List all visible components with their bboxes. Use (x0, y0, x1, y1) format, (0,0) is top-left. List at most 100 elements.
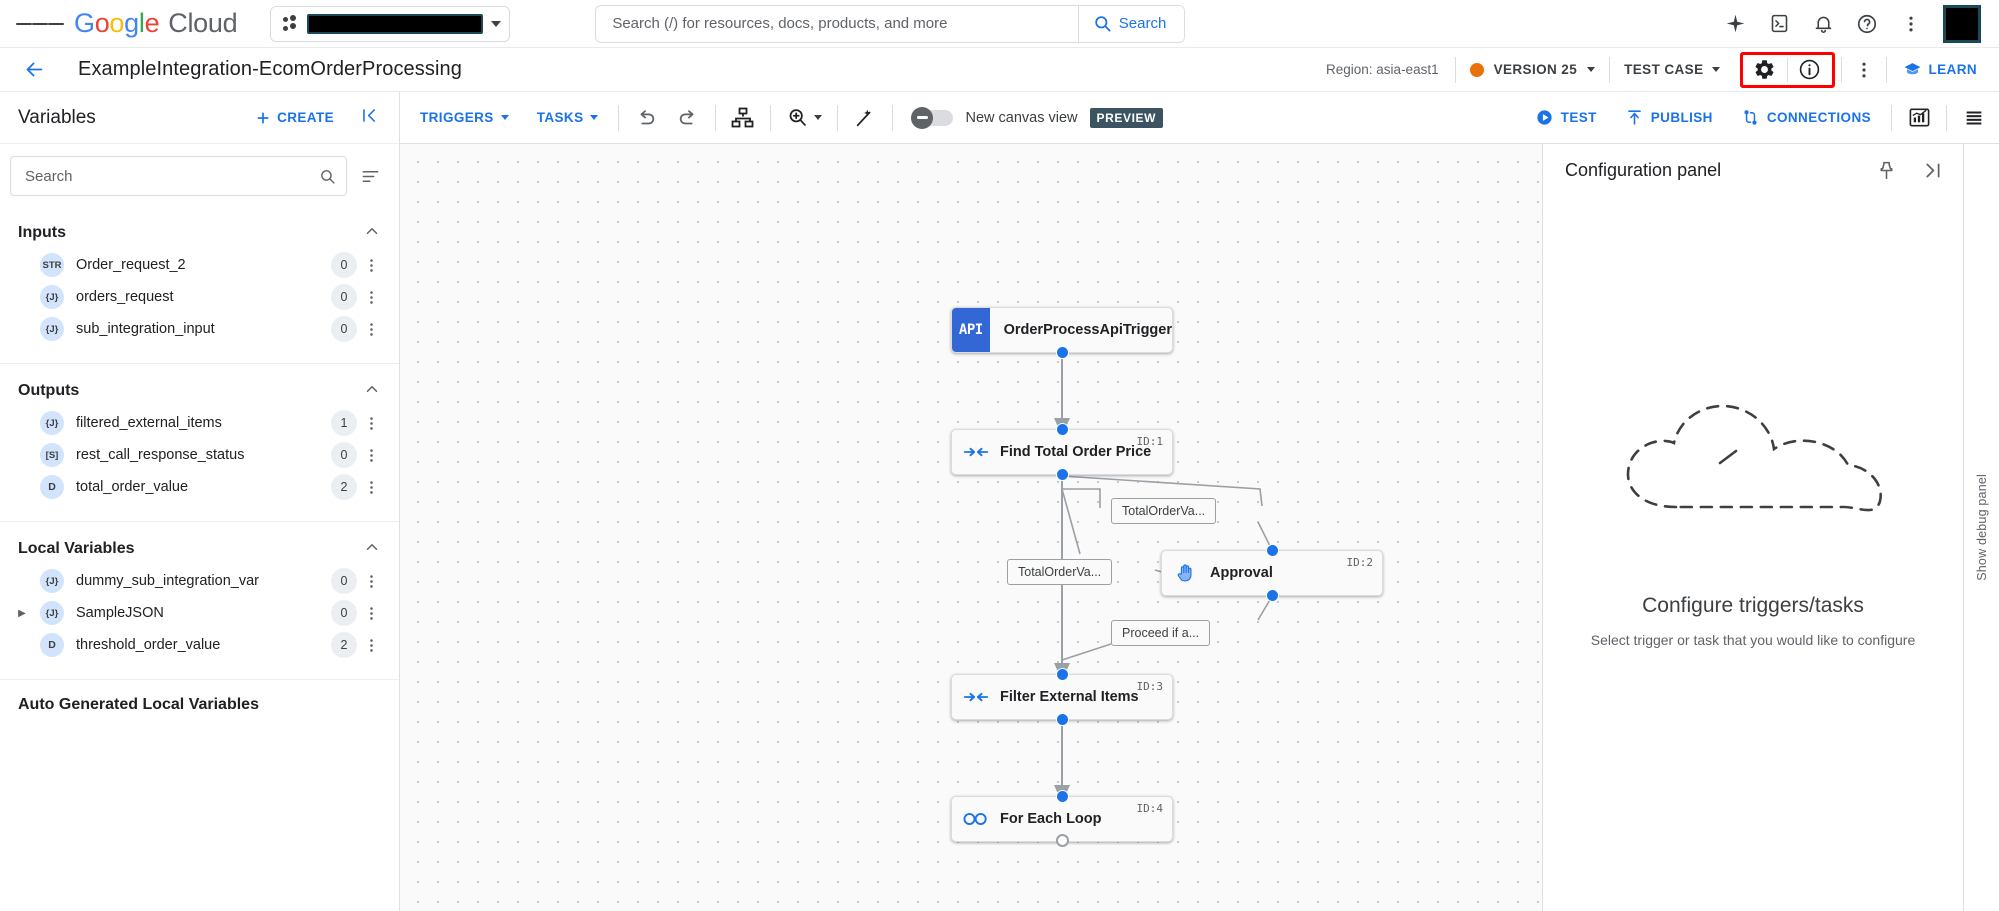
hand-raised-icon (1162, 562, 1210, 584)
divider (837, 104, 839, 131)
node-input-port[interactable] (1056, 668, 1069, 681)
variables-list[interactable]: Inputs STR Order_request_2 0 (0, 206, 399, 911)
learn-button[interactable]: LEARN (1887, 60, 1986, 79)
integration-more-vert-icon[interactable] (1842, 53, 1886, 87)
new-canvas-view-label: New canvas view (965, 109, 1078, 126)
hamburger-menu-icon[interactable] (16, 0, 64, 48)
test-button[interactable]: TEST (1521, 108, 1611, 127)
canvas-node-find-total-order-price[interactable]: Find Total Order Price ID:1 (951, 429, 1173, 475)
node-input-port[interactable] (1056, 790, 1069, 803)
chevron-up-icon[interactable] (363, 222, 381, 243)
back-arrow-icon[interactable] (18, 54, 50, 86)
row-more-vert-icon[interactable] (357, 479, 385, 496)
list-item[interactable]: {J} orders_request 0 (0, 281, 399, 313)
list-item[interactable]: [S] rest_call_response_status 0 (0, 439, 399, 471)
node-output-port[interactable] (1056, 834, 1069, 847)
section-header[interactable]: Local Variables (0, 532, 399, 565)
search-input[interactable] (596, 5, 1078, 42)
redo-icon[interactable] (667, 100, 709, 136)
test-case-label: TEST CASE (1624, 62, 1704, 77)
avatar[interactable] (1943, 4, 1981, 43)
row-more-vert-icon[interactable] (357, 321, 385, 338)
canvas-node-filter-external-items[interactable]: Filter External Items ID:3 (951, 674, 1173, 720)
canvas-column: TRIGGERS TASKS (400, 92, 1999, 911)
auto-layout-icon[interactable] (722, 100, 764, 136)
node-output-port[interactable] (1056, 468, 1069, 481)
integration-canvas[interactable]: API OrderProcessApiTrigger (400, 144, 1543, 911)
node-output-port[interactable] (1056, 713, 1069, 726)
highlighted-icon-group (1739, 51, 1835, 88)
row-more-vert-icon[interactable] (357, 637, 385, 654)
section-header[interactable]: Inputs (0, 216, 399, 249)
magic-wand-icon[interactable] (844, 100, 886, 136)
node-output-port[interactable] (1266, 589, 1279, 602)
search-button[interactable]: Search (1077, 5, 1185, 42)
row-more-vert-icon[interactable] (357, 257, 385, 274)
list-item[interactable]: {J} filtered_external_items 1 (0, 407, 399, 439)
integration-header-actions: Region: asia-east1 VERSION 25 TEST CASE (1326, 48, 1985, 91)
list-item[interactable]: STR Order_request_2 0 (0, 249, 399, 281)
chevron-up-icon[interactable] (363, 538, 381, 559)
tasks-menu[interactable]: TASKS (523, 110, 613, 125)
data-mapping-icon (952, 442, 1000, 462)
section-header[interactable]: Auto Generated Local Variables (0, 690, 399, 720)
infinity-loop-icon (952, 810, 1000, 828)
section-header[interactable]: Outputs (0, 374, 399, 407)
list-item[interactable]: {J} sub_integration_input 0 (0, 313, 399, 345)
collapse-right-icon[interactable] (1911, 152, 1953, 188)
list-item[interactable]: D threshold_order_value 2 (0, 629, 399, 661)
analytics-chart-icon[interactable] (1898, 100, 1940, 136)
expand-arrow-icon[interactable]: ▶ (18, 607, 26, 619)
node-input-port[interactable] (1266, 544, 1279, 557)
variables-search-box[interactable] (10, 156, 347, 196)
version-selector[interactable]: VERSION 25 (1456, 62, 1610, 77)
list-item[interactable]: D total_order_value 2 (0, 471, 399, 503)
row-more-vert-icon[interactable] (357, 573, 385, 590)
top-bar-more-vert-icon[interactable] (1891, 4, 1931, 44)
pin-icon[interactable] (1865, 152, 1907, 188)
search-button-label: Search (1118, 15, 1167, 32)
canvas-and-config: API OrderProcessApiTrigger (400, 144, 1999, 911)
row-more-vert-icon[interactable] (357, 415, 385, 432)
edge-label[interactable]: Proceed if a... (1111, 620, 1211, 646)
edge-label[interactable]: TotalOrderVa... (1007, 559, 1113, 585)
row-more-vert-icon[interactable] (357, 605, 385, 622)
row-more-vert-icon[interactable] (357, 289, 385, 306)
show-debug-panel-label[interactable]: Show debug panel (1974, 474, 1989, 581)
integration-header: ExampleIntegration-EcomOrderProcessing R… (0, 48, 1999, 92)
create-variable-button[interactable]: CREATE (255, 110, 334, 126)
publish-button[interactable]: PUBLISH (1611, 108, 1727, 127)
notifications-bell-icon[interactable] (1803, 4, 1843, 44)
debug-panel-rail[interactable]: Show debug panel (1963, 144, 1999, 911)
connections-button[interactable]: CONNECTIONS (1727, 108, 1885, 127)
project-picker[interactable] (270, 5, 511, 42)
configuration-panel-empty-state: Configure triggers/tasks Select trigger … (1543, 196, 1963, 911)
test-case-selector[interactable]: TEST CASE (1610, 62, 1733, 77)
list-item[interactable]: ▶ {J} SampleJSON 0 (0, 597, 399, 629)
help-icon[interactable] (1847, 4, 1887, 44)
node-output-port[interactable] (1056, 346, 1069, 359)
list-item[interactable]: {J} dummy_sub_integration_var 0 (0, 565, 399, 597)
variable-name: dummy_sub_integration_var (76, 573, 259, 589)
row-more-vert-icon[interactable] (357, 447, 385, 464)
global-search[interactable]: Search (595, 4, 1186, 43)
gemini-sparkle-icon[interactable] (1715, 4, 1755, 44)
new-canvas-view-toggle[interactable] (911, 106, 954, 129)
logs-list-icon[interactable] (1953, 100, 1995, 136)
undo-icon[interactable] (625, 100, 667, 136)
canvas-node-api-trigger[interactable]: API OrderProcessApiTrigger (951, 307, 1173, 353)
edge-label[interactable]: TotalOrderVa... (1111, 498, 1217, 524)
collapse-panel-icon[interactable] (352, 106, 387, 130)
triggers-menu[interactable]: TRIGGERS (406, 110, 523, 125)
settings-gear-icon[interactable] (1743, 53, 1787, 87)
learn-label: LEARN (1928, 62, 1977, 77)
zoom-control[interactable] (777, 100, 831, 136)
cloud-shell-icon[interactable] (1759, 4, 1799, 44)
chevron-up-icon[interactable] (363, 380, 381, 401)
node-input-port[interactable] (1056, 423, 1069, 436)
sort-variables-icon[interactable] (355, 161, 385, 191)
variables-search-input[interactable] (25, 167, 319, 185)
info-icon[interactable] (1788, 53, 1832, 87)
